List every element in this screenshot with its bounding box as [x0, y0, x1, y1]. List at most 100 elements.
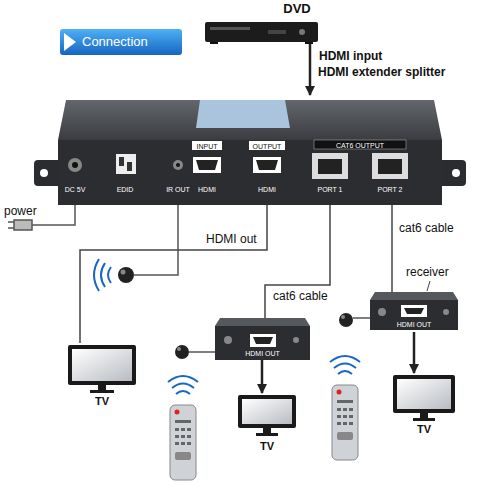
tv-right [393, 375, 455, 421]
ir-receiver-2-part [337, 390, 342, 395]
ir-receiver-1-part [181, 435, 185, 438]
ir-receiver-1-part [189, 351, 215, 353]
splitter-housing-part [72, 162, 78, 168]
port-label: DC 5V [65, 186, 86, 193]
splitter-housing-part [119, 157, 124, 166]
port-label: EDID [117, 186, 134, 193]
receiver-2-body [370, 266, 458, 330]
receiver-1-body-part [250, 334, 276, 347]
port-label: HDMI [198, 186, 216, 193]
dvd-player-part [305, 42, 313, 44]
splitter-housing-part [372, 153, 408, 179]
ir-extender-left-part [94, 259, 111, 291]
receiver-2-body-part [370, 300, 458, 330]
port-label: PORT 1 [317, 186, 342, 193]
ir-receiver-2-part [332, 385, 358, 460]
receiver-2-body-part [404, 308, 424, 314]
receiver-2-body-part [370, 292, 458, 300]
ir-receiver-2-part [349, 408, 353, 411]
splitter-housing-part [176, 163, 180, 167]
title-banner [60, 29, 182, 55]
port-label: HDMI [258, 186, 276, 193]
splitter-housing-part [318, 159, 342, 174]
ir-receiver-2-part [337, 408, 341, 411]
receiver-1-body [215, 318, 310, 360]
ir-receiver-1-part [187, 428, 191, 431]
tv-right-part [397, 379, 451, 409]
receiver-2-body-part [427, 281, 430, 291]
tv-left-part [68, 345, 136, 385]
dvd-player: DVD [205, 2, 320, 44]
ir-receiver-1-part [175, 410, 180, 415]
tv-left [68, 345, 136, 393]
tv-middle-part [238, 395, 296, 428]
hdmi-splitter: DC 5VEDIDIR OUTINPUTHDMIOUTPUTHDMICAT6 O… [40, 95, 460, 205]
power-cable-part [32, 205, 75, 225]
cable-label: cat6 cable [398, 222, 455, 236]
receiver-box: HDMI OUT [215, 318, 310, 360]
splitter-housing-part [312, 153, 348, 179]
receiver-2-body-part [443, 309, 449, 315]
title-banner-part [60, 29, 182, 55]
cable-line [265, 205, 330, 318]
ir-receiver-1-part [175, 435, 179, 438]
dvd-player-part [299, 29, 305, 35]
power-cable-part [14, 220, 32, 230]
ir-receiver-1-part [181, 428, 185, 431]
splitter-housing-part [116, 154, 136, 174]
tv-label: TV [95, 395, 109, 408]
ir-receiver-1-part [175, 428, 179, 431]
dvd-player-part [205, 22, 318, 42]
dvd-player-part [210, 27, 250, 30]
receiver-1-body-part [253, 337, 273, 344]
ir-receiver-2-part [330, 356, 360, 374]
ir-receiver-1-part [168, 376, 198, 394]
tv-middle-part [263, 428, 271, 433]
ir-receiver-2-part [353, 317, 370, 319]
ir-receiver-1-part [181, 442, 185, 445]
splitter-housing-part [192, 141, 222, 150]
ir-receiver-2-part [341, 315, 345, 319]
port-label: PORT 2 [377, 186, 402, 193]
ir-receiver-2-part [343, 408, 347, 411]
tv-label: TV [417, 423, 431, 436]
cable-label: HDMI input [318, 50, 383, 64]
tv-screen: TV [391, 373, 457, 437]
splitter-housing-part [314, 140, 406, 149]
power-label: power [4, 205, 37, 219]
title-banner-part [64, 33, 76, 51]
signal-arrow [309, 44, 312, 95]
receiver-2-body-part [391, 266, 393, 292]
receiver-2-body-part [378, 308, 386, 316]
port-tag: INPUT [197, 143, 218, 150]
ir-receiver-2-part [337, 422, 341, 425]
ir-receiver-1-part [170, 405, 196, 480]
splitter-housing-part [40, 169, 48, 177]
tv-middle-part [256, 433, 278, 436]
ir-extender-left [94, 205, 178, 291]
splitter-housing-part [452, 169, 460, 177]
tv-right-part [393, 375, 455, 413]
title-text: Connection [82, 35, 148, 50]
ir-receiver-2-part [349, 415, 353, 418]
ir-receiver-1-part [175, 452, 191, 460]
port-tag: CAT6 OUTPUT [336, 142, 384, 149]
tv-middle-part [242, 399, 292, 424]
ir-receiver-2-part [337, 415, 341, 418]
ir-receiver-2-part [343, 415, 347, 418]
ir-receiver-1-part [175, 420, 191, 423]
splitter-housing-part [256, 160, 278, 170]
splitter-housing-part [58, 140, 442, 205]
port-label: IR OUT [166, 186, 190, 193]
ir-receiver-1-part [175, 345, 189, 359]
receiver-2-body-part [401, 305, 427, 317]
receiver-1-body-part [215, 326, 310, 360]
ir-receiver-1-part [175, 442, 179, 445]
cable-label: HDMI out [205, 233, 258, 247]
ir-receiver-2-part [339, 313, 353, 327]
cable-line [80, 205, 267, 343]
splitter-housing-part [196, 100, 290, 128]
tv-label: TV [260, 440, 274, 453]
ir-receiver-2-part [343, 422, 347, 425]
splitter-housing-part [249, 141, 285, 150]
